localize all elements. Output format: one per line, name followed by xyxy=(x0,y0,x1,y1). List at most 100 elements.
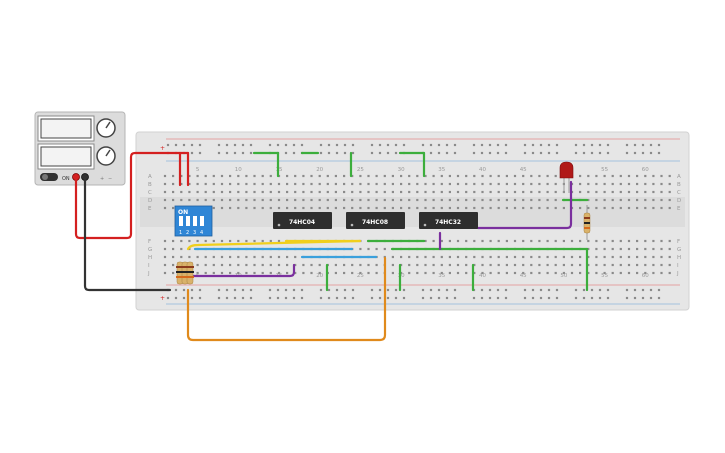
breadboard-hole[interactable] xyxy=(383,190,386,194)
breadboard-hole[interactable] xyxy=(530,198,533,202)
breadboard-hole[interactable] xyxy=(391,271,394,275)
breadboard-hole[interactable] xyxy=(497,206,500,210)
breadboard-hole[interactable] xyxy=(229,263,232,267)
breadboard-hole[interactable] xyxy=(456,182,460,186)
breadboard-hole[interactable] xyxy=(378,151,382,155)
breadboard-hole[interactable] xyxy=(473,263,476,267)
breadboard-hole[interactable] xyxy=(261,271,264,275)
breadboard-hole[interactable] xyxy=(481,271,484,275)
breadboard-hole[interactable] xyxy=(627,206,631,210)
breadboard-hole[interactable] xyxy=(424,206,427,210)
breadboard-hole[interactable] xyxy=(465,198,468,202)
breadboard-hole[interactable] xyxy=(574,143,578,147)
breadboard-hole[interactable] xyxy=(644,182,647,186)
breadboard-hole[interactable] xyxy=(445,143,449,147)
breadboard-hole[interactable] xyxy=(391,198,394,202)
breadboard-hole[interactable] xyxy=(539,143,543,147)
breadboard-hole[interactable] xyxy=(326,174,329,178)
breadboard-hole[interactable] xyxy=(351,206,354,210)
breadboard-hole[interactable] xyxy=(587,271,590,275)
breadboard-hole[interactable] xyxy=(367,190,370,194)
breadboard-hole[interactable] xyxy=(241,151,245,155)
breadboard-hole[interactable] xyxy=(292,296,296,300)
breadboard-hole[interactable] xyxy=(611,263,614,267)
breadboard-hole[interactable] xyxy=(497,271,500,275)
breadboard-hole[interactable] xyxy=(440,271,443,275)
breadboard-hole[interactable] xyxy=(408,206,411,210)
breadboard-hole[interactable] xyxy=(603,182,606,186)
breadboard-hole[interactable] xyxy=(456,271,460,275)
breadboard-hole[interactable] xyxy=(163,198,167,202)
breadboard-hole[interactable] xyxy=(582,288,586,292)
breadboard-hole[interactable] xyxy=(302,271,305,275)
breadboard-hole[interactable] xyxy=(225,296,229,300)
breadboard-hole[interactable] xyxy=(448,174,451,178)
breadboard-hole[interactable] xyxy=(488,151,492,155)
breadboard-hole[interactable] xyxy=(523,143,527,147)
breadboard-hole[interactable] xyxy=(627,190,631,194)
breadboard-hole[interactable] xyxy=(269,198,272,202)
breadboard-hole[interactable] xyxy=(538,206,541,210)
breadboard-hole[interactable] xyxy=(636,198,639,202)
breadboard-hole[interactable] xyxy=(456,239,460,243)
breadboard-hole[interactable] xyxy=(513,263,517,267)
breadboard-hole[interactable] xyxy=(513,174,517,178)
breadboard-hole[interactable] xyxy=(456,190,460,194)
breadboard-hole[interactable] xyxy=(496,288,500,292)
power-supply[interactable]: ON + − xyxy=(34,111,126,186)
breadboard-hole[interactable] xyxy=(619,239,622,243)
breadboard-hole[interactable] xyxy=(319,143,323,147)
breadboard-hole[interactable] xyxy=(188,239,191,243)
breadboard-hole[interactable] xyxy=(513,239,517,243)
breadboard-hole[interactable] xyxy=(522,206,525,210)
breadboard-hole[interactable] xyxy=(277,182,281,186)
breadboard-hole[interactable] xyxy=(424,174,427,178)
breadboard-hole[interactable] xyxy=(603,255,606,259)
breadboard-hole[interactable] xyxy=(370,151,374,155)
breadboard-hole[interactable] xyxy=(453,296,457,300)
breadboard-hole[interactable] xyxy=(554,271,557,275)
breadboard-hole[interactable] xyxy=(579,271,582,275)
breadboard-hole[interactable] xyxy=(424,239,427,243)
breadboard-hole[interactable] xyxy=(261,198,264,202)
breadboard-hole[interactable] xyxy=(432,271,435,275)
breadboard-hole[interactable] xyxy=(546,182,549,186)
breadboard-hole[interactable] xyxy=(172,255,175,259)
breadboard-hole[interactable] xyxy=(644,255,647,259)
breadboard-hole[interactable] xyxy=(163,239,167,243)
breadboard-hole[interactable] xyxy=(370,288,374,292)
breadboard-hole[interactable] xyxy=(220,190,224,194)
breadboard-hole[interactable] xyxy=(636,247,639,251)
breadboard-hole[interactable] xyxy=(245,263,248,267)
breadboard-hole[interactable] xyxy=(660,263,663,267)
breadboard-hole[interactable] xyxy=(318,263,321,267)
breadboard-hole[interactable] xyxy=(229,255,232,259)
breadboard-hole[interactable] xyxy=(375,198,378,202)
breadboard-hole[interactable] xyxy=(196,198,199,202)
breadboard-hole[interactable] xyxy=(188,174,191,178)
breadboard-hole[interactable] xyxy=(391,182,394,186)
breadboard-hole[interactable] xyxy=(334,174,337,178)
breadboard-hole[interactable] xyxy=(587,206,590,210)
breadboard-hole[interactable] xyxy=(180,190,183,194)
breadboard-hole[interactable] xyxy=(245,271,248,275)
breadboard-hole[interactable] xyxy=(595,182,598,186)
breadboard-hole[interactable] xyxy=(570,239,574,243)
breadboard-hole[interactable] xyxy=(481,239,484,243)
breadboard-hole[interactable] xyxy=(416,190,419,194)
breadboard-hole[interactable] xyxy=(522,255,525,259)
breadboard-hole[interactable] xyxy=(359,182,362,186)
breadboard-hole[interactable] xyxy=(424,263,427,267)
breadboard-hole[interactable] xyxy=(570,255,574,259)
breadboard-hole[interactable] xyxy=(391,263,394,267)
breadboard-hole[interactable] xyxy=(335,296,339,300)
breadboard-hole[interactable] xyxy=(497,174,500,178)
breadboard-hole[interactable] xyxy=(378,296,382,300)
pulldown-resistors[interactable] xyxy=(176,261,194,285)
breadboard-hole[interactable] xyxy=(351,271,354,275)
breadboard-hole[interactable] xyxy=(611,174,614,178)
breadboard-hole[interactable] xyxy=(310,206,313,210)
breadboard-hole[interactable] xyxy=(237,255,240,259)
breadboard-hole[interactable] xyxy=(163,247,167,251)
breadboard-hole[interactable] xyxy=(465,271,468,275)
